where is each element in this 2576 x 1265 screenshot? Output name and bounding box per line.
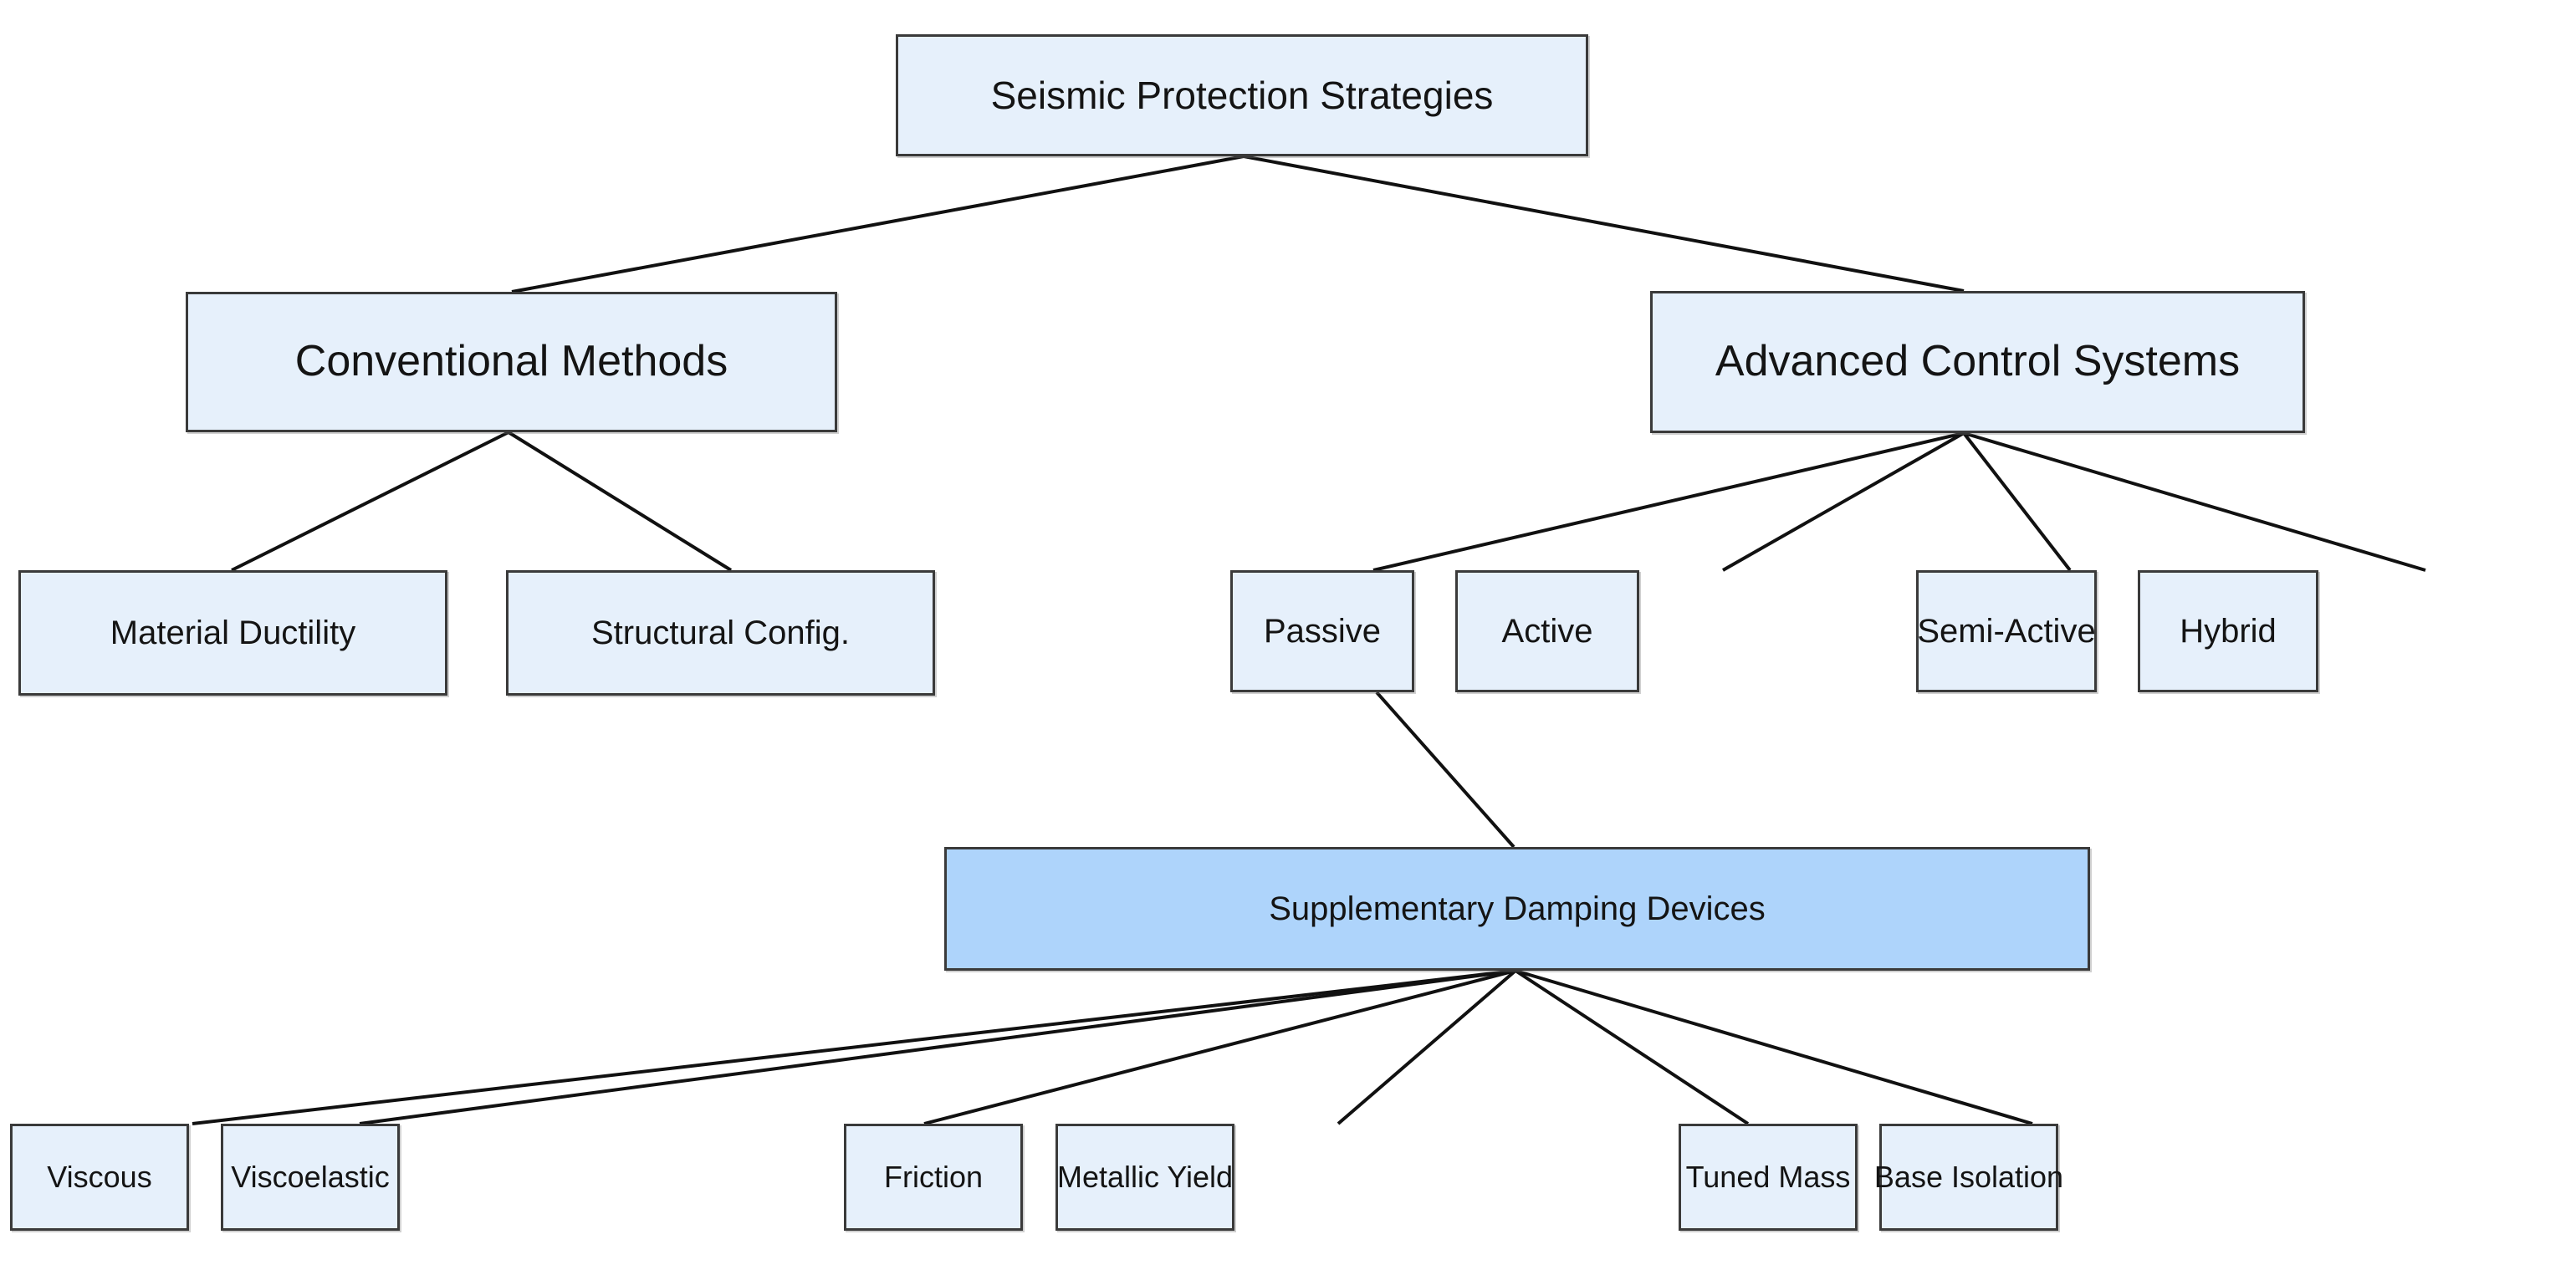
node-label-tuned: Tuned Mass <box>1685 1160 1851 1195</box>
node-hybrid[interactable]: Hybrid <box>2138 570 2318 692</box>
node-friction[interactable]: Friction <box>844 1124 1023 1231</box>
node-advanced[interactable]: Advanced Control Systems <box>1650 291 2305 433</box>
edge-conventional-to-structural <box>507 431 733 572</box>
node-passive[interactable]: Passive <box>1230 570 1414 692</box>
node-label-viscous: Viscous <box>47 1160 152 1195</box>
node-supplementary[interactable]: Supplementary Damping Devices <box>944 847 2090 971</box>
node-viscoelastic[interactable]: Viscoelastic <box>221 1124 400 1231</box>
node-label-active: Active <box>1501 613 1593 650</box>
node-base[interactable]: Base Isolation <box>1874 1124 2063 1231</box>
edge-supplementary-to-metallic <box>1337 969 1517 1125</box>
edge-conventional-to-material <box>231 431 509 572</box>
edge-supplementary-to-tuned <box>1514 969 1750 1125</box>
node-label-material: Material Ductility <box>110 615 356 651</box>
edge-advanced-to-active <box>1722 431 1965 572</box>
node-label-passive: Passive <box>1263 613 1382 650</box>
node-label-structural: Structural Config. <box>590 615 851 651</box>
edge-root-to-conventional <box>511 155 1245 293</box>
edge-advanced-to-hybrid <box>1963 431 2426 572</box>
node-active[interactable]: Active <box>1455 570 1639 692</box>
node-label-root: Seismic Protection Strategies <box>990 73 1494 117</box>
node-conventional[interactable]: Conventional Methods <box>186 292 837 432</box>
node-label-metallic: Metallic Yield <box>1056 1160 1234 1195</box>
node-label-supplementary: Supplementary Damping Devices <box>1269 890 1766 927</box>
node-structural[interactable]: Structural Config. <box>506 570 935 696</box>
edge-supplementary-to-viscous <box>192 969 1516 1125</box>
edge-passive-to-supplementary <box>1375 691 1515 849</box>
node-label-conventional: Conventional Methods <box>294 337 728 386</box>
node-root[interactable]: Seismic Protection Strategies <box>896 34 1588 156</box>
edge-root-to-advanced <box>1243 155 1965 293</box>
node-label-viscoelastic: Viscoelastic <box>231 1160 390 1195</box>
node-label-base: Base Isolation <box>1873 1160 2064 1195</box>
edge-supplementary-to-base <box>1515 969 2033 1125</box>
edge-advanced-to-passive <box>1372 431 1965 572</box>
node-label-friction: Friction <box>883 1160 984 1195</box>
node-label-semi-active: Semi-Active <box>1917 613 2096 650</box>
node-label-advanced: Advanced Control Systems <box>1715 337 2241 386</box>
node-material[interactable]: Material Ductility <box>18 570 447 696</box>
edge-supplementary-to-friction <box>923 969 1516 1125</box>
node-tuned[interactable]: Tuned Mass <box>1679 1124 1858 1231</box>
node-semi-active[interactable]: Semi-Active <box>1916 570 2097 692</box>
edge-advanced-to-semi-active <box>1962 431 2072 572</box>
edge-supplementary-to-viscoelastic <box>359 969 1516 1125</box>
node-viscous[interactable]: Viscous <box>10 1124 189 1231</box>
node-label-hybrid: Hybrid <box>2180 613 2277 650</box>
node-metallic[interactable]: Metallic Yield <box>1055 1124 1234 1231</box>
